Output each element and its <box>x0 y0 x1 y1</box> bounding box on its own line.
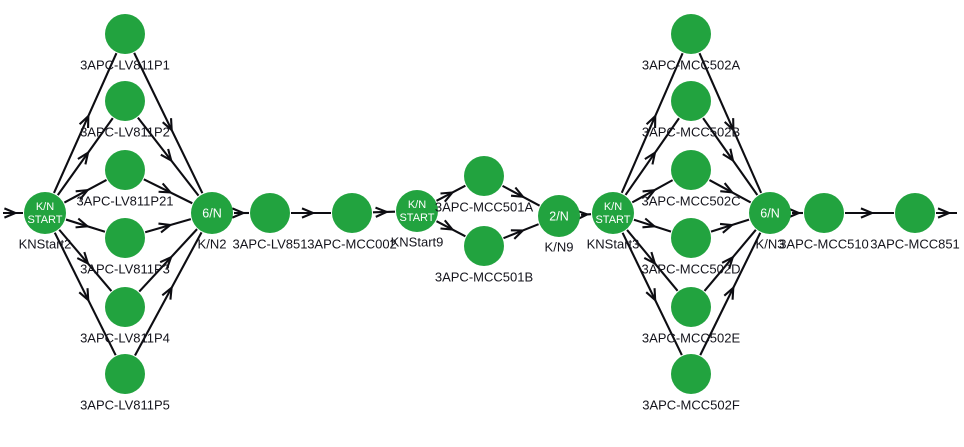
edge-entry-to-KNStart2 <box>3 207 23 219</box>
edge-KNStart9-to-3APC-MCC501A <box>436 184 466 203</box>
edge-3APC-MCC502A-to-K/N3 <box>698 52 763 194</box>
edge-KNStart3-to-3APC-MCC502E <box>626 229 679 292</box>
node-3APC-MCC501A[interactable] <box>464 156 504 196</box>
node-caption-3APC-MCC002: 3APC-MCC002 <box>307 236 397 251</box>
edge-3APC-MCC502C-to-K/N3 <box>708 179 752 204</box>
edge-3APC-MCC502E-to-K/N3 <box>703 229 757 292</box>
node-inner-label: 2/N <box>549 209 568 223</box>
edge-KNStart9-to-3APC-MCC501B <box>436 219 466 238</box>
node-3APC-LV811P5[interactable] <box>105 354 145 394</box>
node-caption-K/N2: K/N2 <box>198 236 227 251</box>
edge-3APC-LV811P4-to-K/N2 <box>138 228 198 293</box>
edge-KNStart2-to-3APC-LV811P3 <box>65 217 106 233</box>
edge-KNStart3-to-3APC-MCC502F <box>621 232 683 356</box>
node-caption-KNStart9: KNStart9 <box>391 234 444 249</box>
node-inner-label: 6/N <box>202 206 221 220</box>
node-3APC-MCC502A[interactable] <box>671 14 711 54</box>
node-inner-label: START <box>595 214 630 226</box>
edge-KNStart3-to-3APC-MCC502D <box>633 217 672 233</box>
node-caption-3APC-MCC502A: 3APC-MCC502A <box>642 57 741 72</box>
node-K/N3[interactable]: 6/N <box>749 192 791 234</box>
edge-KNStart2-to-3APC-LV811P4 <box>58 229 113 292</box>
node-3APC-LV811P4[interactable] <box>105 287 145 327</box>
node-inner-label: START <box>27 214 62 226</box>
node-inner-label: 6/N <box>760 206 779 220</box>
edge-3APC-LV811P1-to-K/N2 <box>133 52 204 194</box>
node-3APC-LV811P1[interactable] <box>105 14 145 54</box>
edge-3APC-MCC502B-to-K/N3 <box>702 117 759 196</box>
edge-3APC-MCC851-to-exit <box>936 207 957 219</box>
node-3APC-LV811P21[interactable] <box>105 150 145 190</box>
edge-3APC-MCC510-to-3APC-MCC851 <box>845 207 894 219</box>
edge-3APC-MCC501B-to-K/N9 <box>503 223 539 240</box>
node-caption-3APC-LV811P5: 3APC-LV811P5 <box>80 397 170 412</box>
edge-3APC-MCC502D-to-K/N3 <box>710 218 750 234</box>
edge-3APC-LV811P5-to-K/N2 <box>134 231 203 357</box>
edge-3APC-MCC502F-to-K/N3 <box>699 232 762 356</box>
node-caption-KNStart2: KNStart2 <box>19 236 72 251</box>
edges-layer <box>3 52 957 357</box>
node-caption-K/N9: K/N9 <box>545 239 574 254</box>
node-caption-3APC-LV811P21: 3APC-LV811P21 <box>76 193 173 208</box>
edge-KNStart2-to-3APC-LV811P5 <box>53 232 117 356</box>
node-caption-K/N3: K/N3 <box>756 236 785 251</box>
node-inner-label: START <box>399 212 434 224</box>
node-caption-3APC-MCC502F: 3APC-MCC502F <box>642 397 740 412</box>
node-3APC-MCC502F[interactable] <box>671 354 711 394</box>
node-K/N9[interactable]: 2/N <box>538 195 580 237</box>
node-3APC-LV851[interactable] <box>250 193 290 233</box>
node-caption-KNStart3: KNStart3 <box>587 236 640 251</box>
node-3APC-LV811P3[interactable] <box>105 218 145 258</box>
edge-KNStart3-to-3APC-MCC502B <box>624 117 680 196</box>
node-inner-label: K/N <box>408 199 426 211</box>
node-3APC-LV811P2[interactable] <box>105 81 145 121</box>
node-3APC-MCC501B[interactable] <box>464 226 504 266</box>
node-caption-3APC-LV811P3: 3APC-LV811P3 <box>80 261 170 276</box>
node-3APC-MCC502C[interactable] <box>671 150 711 190</box>
node-caption-3APC-MCC502D: 3APC-MCC502D <box>642 261 741 276</box>
edge-3APC-MCC002-to-KNStart9 <box>372 206 396 218</box>
edge-KNStart2-to-3APC-LV811P21 <box>63 179 107 204</box>
node-caption-3APC-MCC501B: 3APC-MCC501B <box>435 269 533 284</box>
node-caption-3APC-LV811P1: 3APC-LV811P1 <box>80 57 170 72</box>
node-caption-3APC-MCC502C: 3APC-MCC502C <box>642 193 741 208</box>
node-caption-3APC-MCC502E: 3APC-MCC502E <box>642 330 741 345</box>
node-3APC-MCC851[interactable] <box>895 193 935 233</box>
node-3APC-MCC510[interactable] <box>804 193 844 233</box>
node-inner-label: K/N <box>604 201 622 213</box>
edge-K/N3-to-3APC-MCC510 <box>787 207 803 219</box>
node-3APC-MCC502E[interactable] <box>671 287 711 327</box>
edge-K/N9-to-KNStart3 <box>575 209 592 221</box>
edge-KNStart3-to-3APC-MCC502A <box>620 52 684 194</box>
node-caption-3APC-LV851: 3APC-LV851 <box>233 236 308 251</box>
node-caption-3APC-MCC851: 3APC-MCC851 <box>870 236 960 251</box>
edge-3APC-LV811P21-to-K/N2 <box>143 178 193 205</box>
node-caption-3APC-MCC510: 3APC-MCC510 <box>779 236 869 251</box>
node-caption-3APC-LV811P2: 3APC-LV811P2 <box>80 124 170 139</box>
edge-KNStart2-to-3APC-LV811P1 <box>53 52 118 194</box>
edge-KNStart2-to-3APC-LV811P2 <box>56 117 114 196</box>
node-caption-3APC-LV811P4: 3APC-LV811P4 <box>80 330 170 345</box>
edge-3APC-LV811P3-to-K/N2 <box>144 218 192 234</box>
node-K/N2[interactable]: 6/N <box>191 192 233 234</box>
node-caption-3APC-MCC501A: 3APC-MCC501A <box>435 199 534 214</box>
node-caption-3APC-MCC502B: 3APC-MCC502B <box>642 124 740 139</box>
edge-K/N2-to-3APC-LV851 <box>231 207 249 219</box>
node-3APC-MCC002[interactable] <box>332 193 372 233</box>
node-inner-label: K/N <box>36 201 54 213</box>
node-3APC-MCC502B[interactable] <box>671 81 711 121</box>
edge-3APC-LV851-to-3APC-MCC002 <box>291 207 331 219</box>
edge-KNStart3-to-3APC-MCC502C <box>631 179 674 204</box>
edge-3APC-LV811P2-to-K/N2 <box>137 116 200 197</box>
edge-3APC-MCC501A-to-K/N9 <box>502 184 541 207</box>
captions-layer: KNStart2 3APC-LV811P1 3APC-LV811P2 3APC-LV8… <box>19 57 960 412</box>
node-3APC-MCC502D[interactable] <box>671 218 711 258</box>
